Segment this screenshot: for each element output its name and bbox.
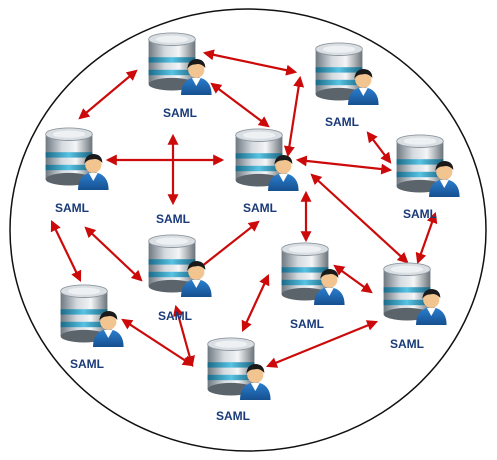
database-user-icon [281, 242, 346, 305]
saml-label: SAML [55, 201, 89, 215]
bidirectional-arrow [366, 131, 392, 164]
saml-node: SAML [383, 262, 448, 351]
saml-label: SAML [243, 201, 277, 215]
saml-label: SAML [325, 115, 359, 129]
bidirectional-arrow [295, 155, 393, 175]
saml-label: SAML [390, 337, 424, 351]
database-user-icon [207, 337, 272, 400]
bidirectional-arrow [84, 226, 143, 282]
saml-node: SAML [60, 284, 125, 371]
bidirectional-arrow [283, 75, 305, 158]
saml-node: SAML [207, 337, 272, 423]
bidirectional-arrow [241, 274, 270, 332]
saml-label: SAML [70, 357, 104, 371]
saml-node: SAML [45, 127, 110, 215]
bidirectional-arrow [333, 264, 373, 294]
saml-label: SAML [163, 106, 197, 120]
database-user-icon [45, 127, 110, 190]
bidirectional-arrow [210, 82, 270, 128]
saml-node: SAML [148, 32, 213, 120]
database-user-icon [396, 134, 461, 197]
saml-label: SAML [216, 409, 250, 423]
hub-saml-label: SAML [156, 212, 190, 226]
saml-label: SAML [290, 317, 324, 331]
network-boundary-circle [9, 8, 487, 452]
saml-node: SAML [281, 242, 346, 331]
bidirectional-arrow [78, 69, 138, 120]
bidirectional-arrow [202, 49, 298, 76]
saml-label: SAML [403, 207, 437, 221]
bidirectional-arrow [173, 304, 195, 368]
bidirectional-arrow [50, 220, 82, 282]
database-user-icon [235, 128, 300, 191]
saml-node: SAML [396, 134, 461, 221]
database-user-icon [60, 284, 125, 347]
saml-node: SAML [235, 128, 300, 215]
database-user-icon [148, 234, 213, 297]
saml-label: SAML [158, 309, 192, 323]
bidirectional-arrow [310, 173, 409, 264]
bidirectional-arrow [265, 320, 379, 368]
database-user-icon [315, 42, 380, 105]
saml-node: SAML [315, 42, 380, 129]
saml-node: SAML [148, 234, 213, 323]
database-user-icon [383, 262, 448, 325]
bidirectional-arrow [415, 211, 438, 265]
database-user-icon [148, 32, 213, 95]
